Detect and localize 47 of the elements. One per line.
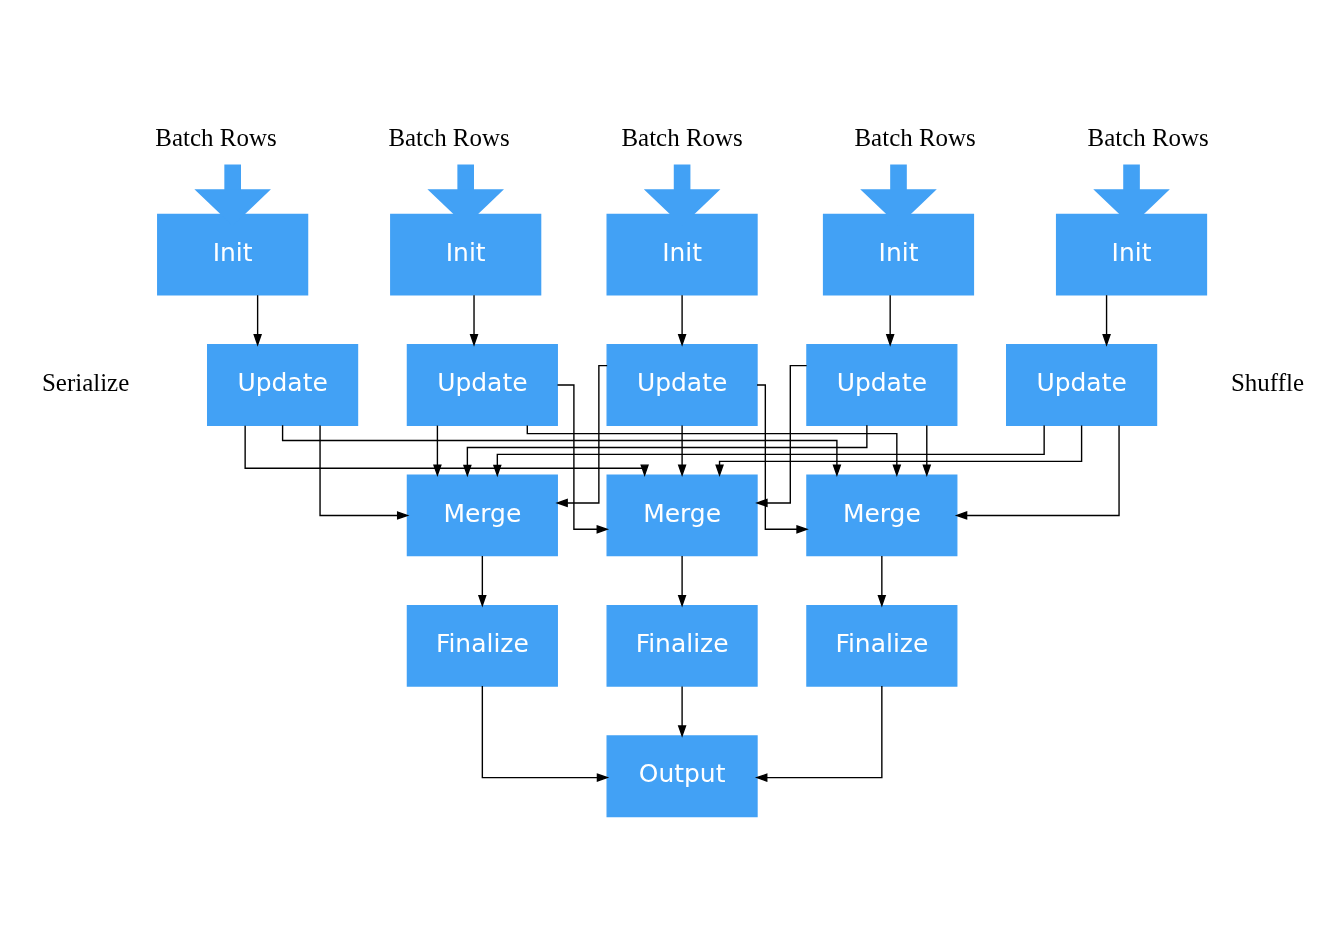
- node-box: Init: [822, 213, 975, 296]
- arrow: [677, 294, 687, 347]
- arrow: [433, 424, 442, 478]
- arrow: [1102, 294, 1111, 347]
- node-box: Merge: [606, 474, 758, 557]
- arrow: [677, 555, 687, 608]
- node-box: Finalize: [806, 604, 958, 687]
- node-text: Batch Rows: [155, 123, 277, 151]
- node-box: Update: [207, 344, 359, 426]
- node-box: Finalize: [406, 604, 558, 687]
- node-box: Finalize: [606, 604, 758, 687]
- arrow: [922, 424, 932, 478]
- arrow: [754, 685, 883, 782]
- node-box: Update: [806, 344, 958, 426]
- arrow: [253, 294, 262, 347]
- arrow: [677, 424, 687, 478]
- arrow: [526, 424, 902, 478]
- arrow: [319, 424, 410, 520]
- arrow: [885, 294, 895, 347]
- node-box: Update: [606, 344, 758, 426]
- arrow: [477, 555, 487, 608]
- arrow: [463, 424, 868, 478]
- node-box: Output: [606, 735, 758, 818]
- node-box: Merge: [806, 474, 958, 557]
- node-box: Init: [390, 213, 542, 296]
- node-box: Init: [1055, 213, 1208, 296]
- arrow: [877, 555, 887, 608]
- arrow: [492, 424, 1045, 478]
- node-box: Merge: [406, 474, 558, 557]
- node-box: Init: [606, 213, 758, 296]
- arrow: [954, 424, 1120, 520]
- label: Serialize: [41, 369, 130, 397]
- node-text: Batch Rows: [388, 123, 510, 151]
- node-text: Batch Rows: [854, 123, 976, 151]
- node-box: Update: [406, 344, 558, 426]
- node-text: Batch Rows: [1087, 123, 1209, 151]
- arrow: [555, 364, 608, 508]
- arrow: [677, 685, 687, 738]
- node-text: Batch Rows: [621, 123, 743, 151]
- arrow: [715, 424, 1083, 478]
- arrow: [244, 425, 649, 477]
- arrow: [469, 294, 479, 347]
- arrow: [756, 384, 809, 534]
- node-box: Init: [157, 213, 309, 296]
- label: Shuffle: [1230, 369, 1304, 397]
- node-box: Update: [1006, 344, 1158, 426]
- arrow: [481, 685, 610, 782]
